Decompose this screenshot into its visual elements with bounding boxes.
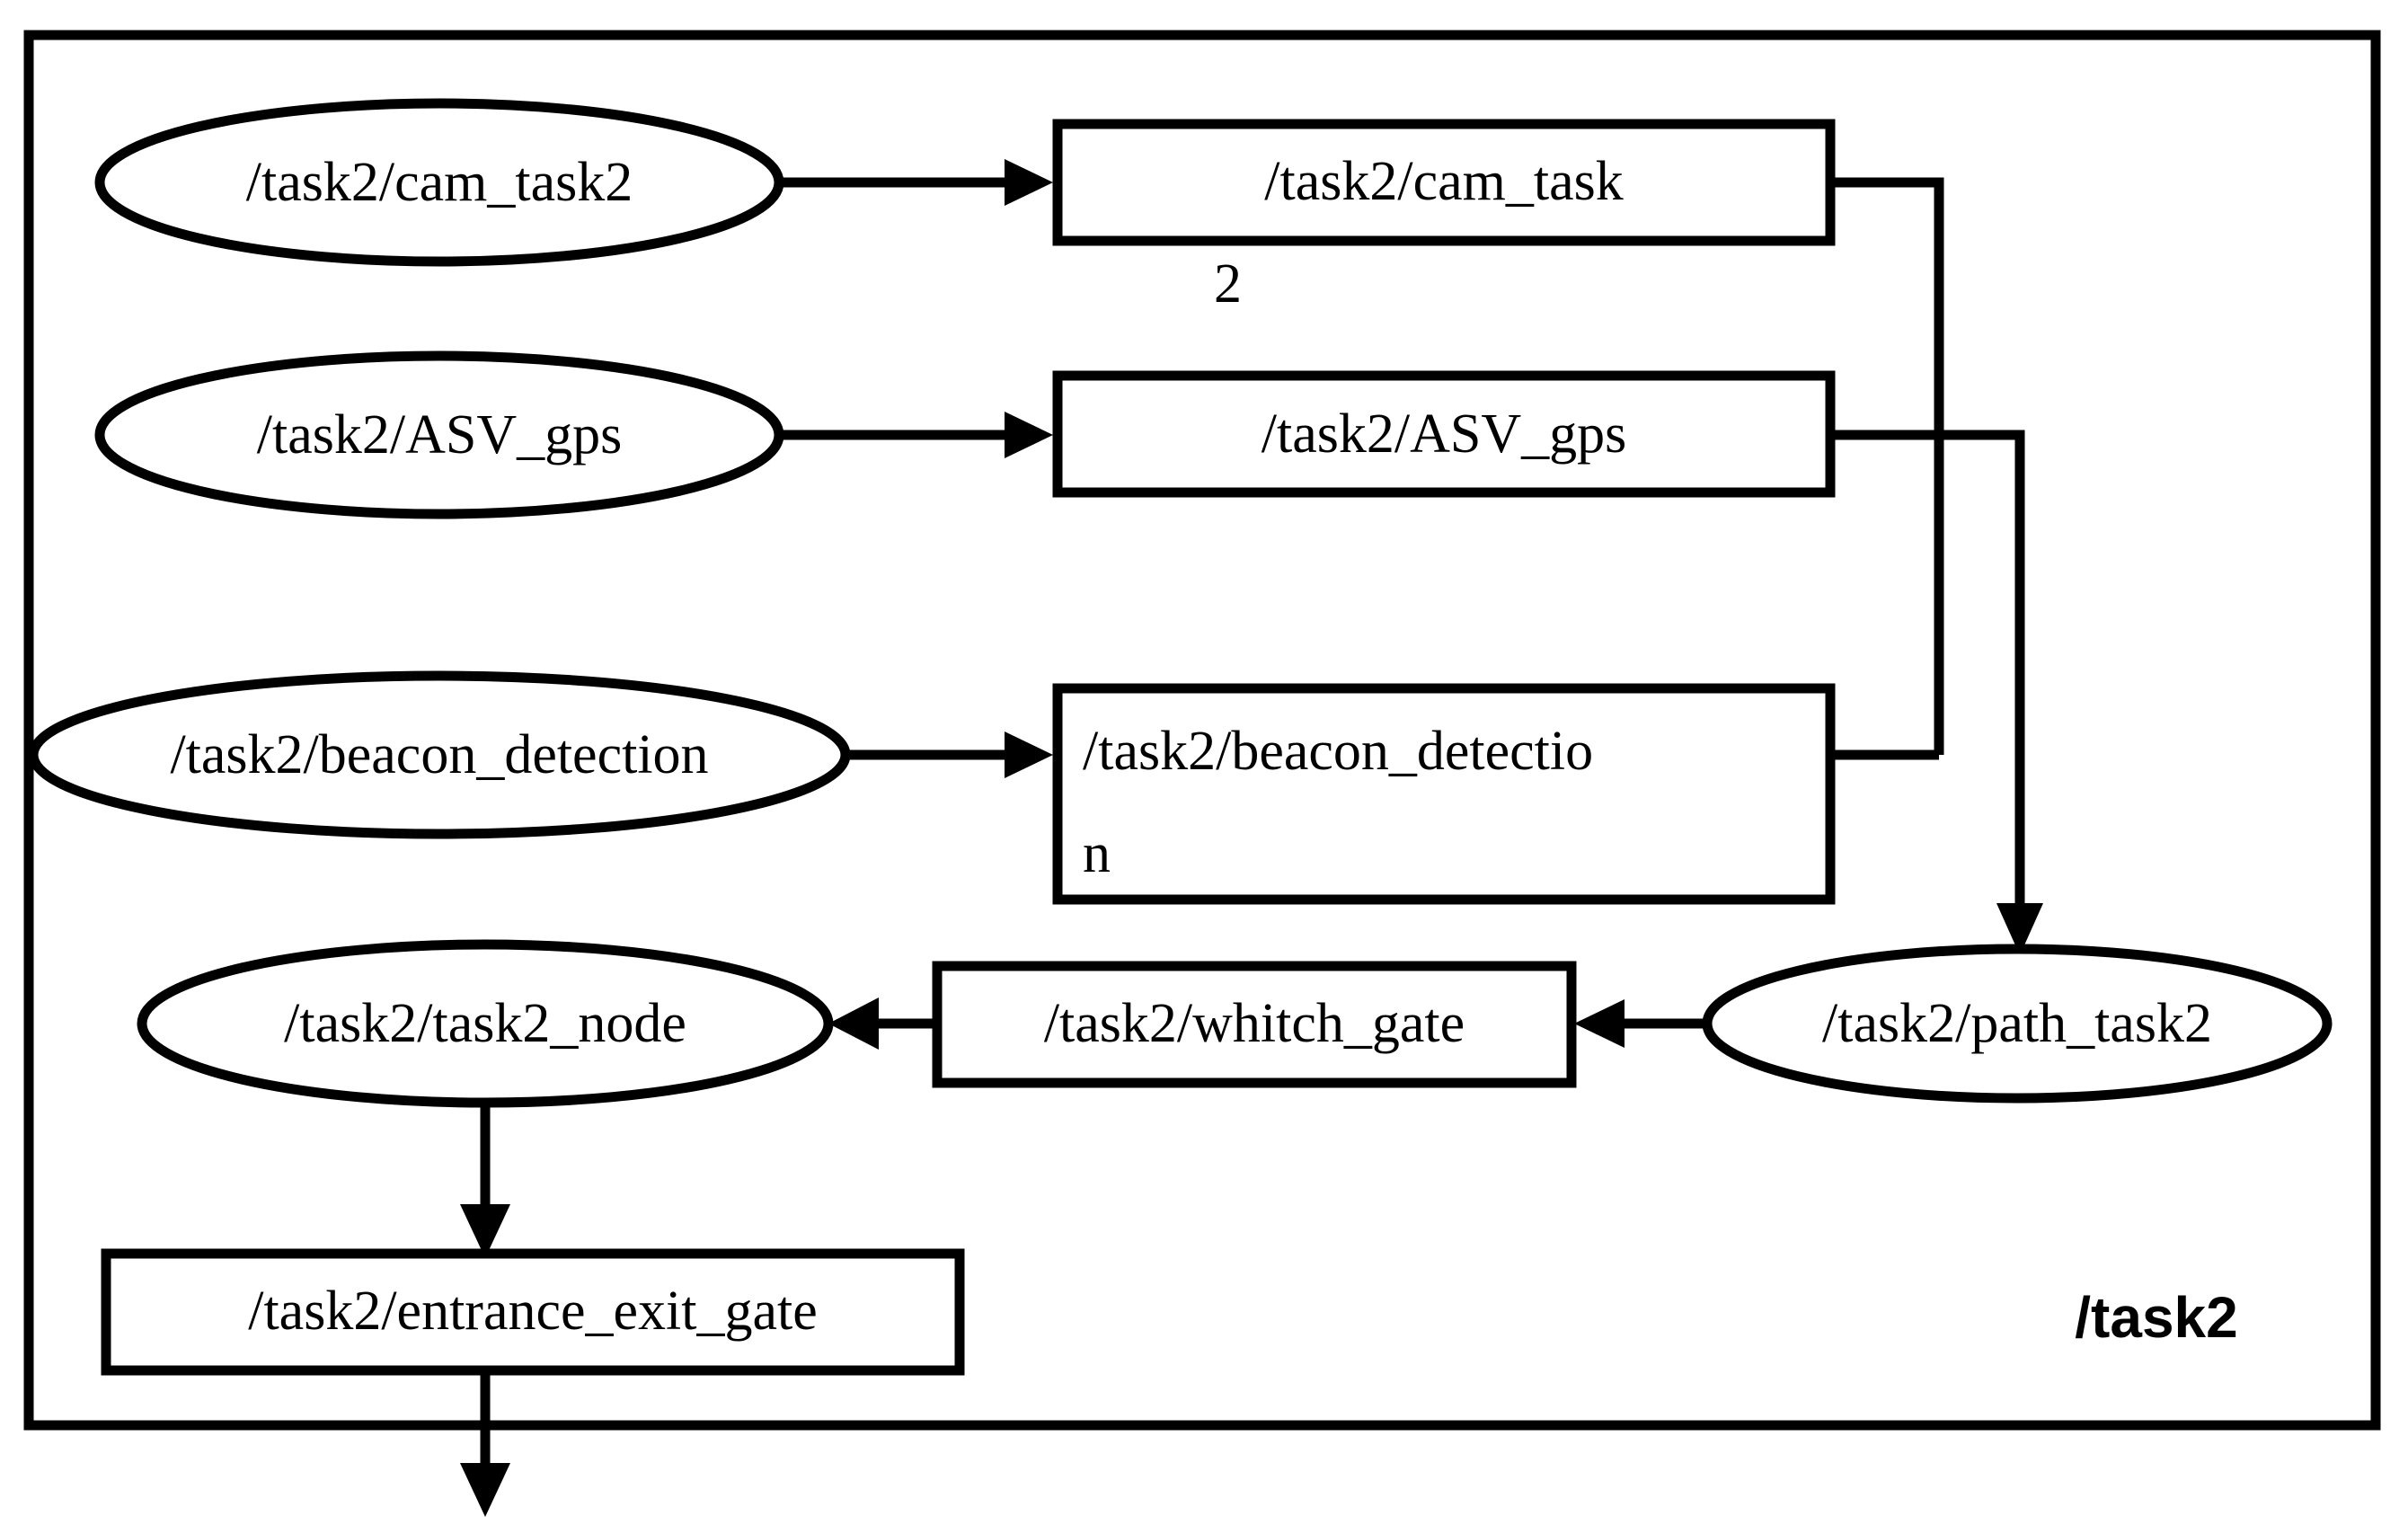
node-asv-gps-label: /task2/ASV_gps	[1262, 403, 1626, 465]
topic-cam-task2-label: /task2/cam_task2	[246, 152, 633, 213]
topic-cam-task2[interactable]: /task2/cam_task2	[94, 98, 784, 267]
node-asv-gps[interactable]: /task2/ASV_gps	[1052, 370, 1836, 498]
edge-node-cam-task2-to-topic-path-task2	[1830, 177, 1944, 755]
edge-node-entrance-exit-gate-to-external	[460, 1370, 510, 1517]
arrowhead-down	[460, 1204, 510, 1258]
edge-polyline	[1830, 430, 2025, 908]
cluster-frame-task2	[23, 30, 2381, 1431]
arrowhead-right	[1005, 412, 1053, 458]
topic-asv-gps-label: /task2/ASV_gps	[257, 404, 622, 465]
node-beacon-detection-box	[1052, 683, 1836, 905]
node-entrance-exit-gate[interactable]: /task2/entrance_exit_gate	[101, 1248, 965, 1376]
topic-beacon-detection[interactable]: /task2/beacon_detection	[28, 670, 851, 839]
node-beacon-detection-label-line1: /task2/beacon_detectio	[1083, 721, 1593, 782]
arrowhead-right	[1005, 731, 1053, 778]
edge-topic-cam-task2-to-node-cam-task2	[781, 159, 1053, 206]
arrowhead-down	[1996, 903, 2043, 955]
edge-node-asv-gps-to-topic-path-task2	[1830, 430, 2043, 955]
edge-topic-task2-node-to-node-entrance-exit-gate	[460, 1103, 510, 1258]
topic-task2-node-label: /task2/task2_node	[284, 993, 686, 1054]
arrowhead-left	[828, 997, 879, 1050]
topic-asv-gps-ellipse	[94, 350, 784, 519]
arrowhead-down	[460, 1463, 510, 1517]
arrowhead-right	[1005, 159, 1053, 206]
node-whitch-gate-label: /task2/whitch_gate	[1044, 993, 1465, 1054]
edge-node-whitch-gate-to-topic-task2-node	[828, 997, 937, 1050]
edge-topic-beacon-detection-to-node-beacon-detection	[846, 731, 1053, 778]
cluster-label-task2: /task2	[2075, 1285, 2237, 1350]
node-cam-task2-label-line2: 2	[1214, 253, 1242, 315]
node-asv-gps-box	[1052, 370, 1836, 498]
node-entrance-exit-gate-box	[101, 1248, 965, 1376]
topic-path-task2[interactable]: /task2/path_task2	[1702, 944, 2333, 1104]
edge-topic-asv-gps-to-node-asv-gps	[781, 412, 1053, 458]
topic-beacon-detection-ellipse	[28, 670, 851, 839]
node-entrance-exit-gate-label: /task2/entrance_exit_gate	[248, 1281, 818, 1342]
topic-asv-gps[interactable]: /task2/ASV_gps	[94, 350, 784, 519]
node-beacon-detection-label-line2: n	[1083, 823, 1111, 884]
node-beacon-detection[interactable]: /task2/beacon_detectio n	[1052, 683, 1836, 905]
edge-topic-path-task2-to-node-whitch-gate	[1574, 999, 1707, 1048]
node-cam-task2-box	[1052, 119, 1836, 246]
topic-cam-task2-ellipse	[94, 98, 784, 267]
edge-polyline	[1830, 177, 1944, 755]
topic-task2-node[interactable]: /task2/task2_node	[137, 939, 834, 1108]
node-cam-task2-label-line1: /task2/cam_task	[1264, 151, 1623, 212]
node-whitch-gate[interactable]: /task2/whitch_gate	[932, 961, 1577, 1088]
node-cam-task2[interactable]: /task2/cam_task 2	[1052, 119, 1836, 315]
arrowhead-left	[1574, 999, 1625, 1048]
topic-beacon-detection-label: /task2/beacon_detection	[170, 724, 708, 785]
topic-path-task2-label: /task2/path_task2	[1822, 993, 2212, 1054]
